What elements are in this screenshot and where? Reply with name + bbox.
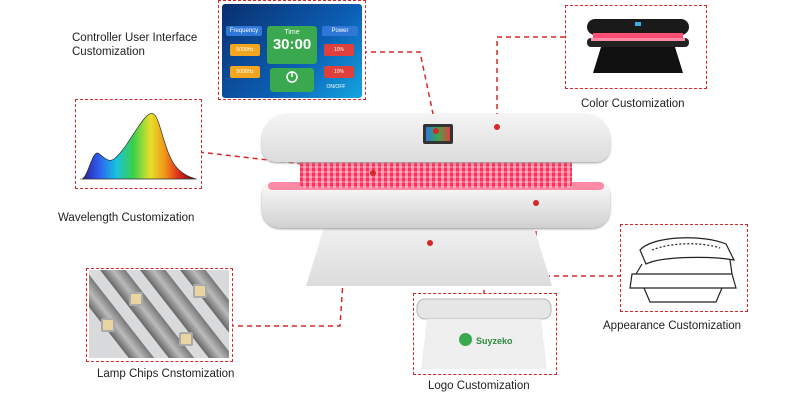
power-tab: Power — [322, 26, 358, 36]
marker-dot — [433, 128, 439, 134]
power-switch-label: ON/OFF — [326, 84, 346, 90]
freq-value-1: 5000Hz — [230, 44, 260, 56]
led-chip — [101, 318, 115, 332]
controller-label: Controller User Interface Customization — [72, 31, 197, 59]
spectrum-image — [80, 113, 197, 180]
wavelength-label: Wavelength Customization — [58, 212, 195, 224]
power-button: ON/OFF — [270, 68, 345, 92]
logo-icon — [459, 333, 472, 346]
frequency-tab: Frequency — [226, 26, 262, 36]
led-panel-rows — [300, 160, 572, 188]
controller-label-line2: Customization — [72, 46, 145, 58]
logo-panel-image — [416, 298, 552, 369]
marker-dot — [370, 170, 376, 176]
timer-panel: Time 30:00 — [267, 26, 317, 64]
bed-stand — [306, 222, 552, 286]
power-value-1: 10% — [324, 44, 354, 56]
logo-text: Suyzeko — [476, 336, 513, 346]
marker-dot — [533, 200, 539, 206]
led-chip — [179, 332, 193, 346]
marker-dot — [494, 124, 500, 130]
freq-value-2: 5000Hz — [230, 66, 260, 78]
appearance-frame — [620, 224, 748, 312]
controller-screen: Frequency Power Time 30:00 5000Hz 5000Hz… — [222, 4, 362, 98]
bed-control-screen — [423, 124, 453, 144]
time-value: 30:00 — [272, 36, 312, 53]
appearance-label: Appearance Customization — [603, 320, 742, 332]
controller-label-line1: Controller User Interface — [72, 32, 198, 44]
open-bed-image — [629, 237, 737, 303]
lamp-chips-label: Lamp Chips Cnstomization — [97, 368, 235, 380]
led-chip-image — [89, 270, 229, 358]
logo-label: Logo Customization — [428, 380, 530, 392]
bed-base — [262, 184, 610, 228]
led-panel — [300, 160, 572, 188]
bed-color-image — [587, 19, 689, 73]
led-chip — [129, 292, 143, 306]
color-label: Color Customization — [581, 98, 685, 110]
power-value-2: 10% — [324, 66, 354, 78]
marker-dot — [427, 240, 433, 246]
time-label: Time — [284, 29, 300, 36]
power-icon — [286, 71, 298, 83]
led-chip — [193, 284, 207, 298]
